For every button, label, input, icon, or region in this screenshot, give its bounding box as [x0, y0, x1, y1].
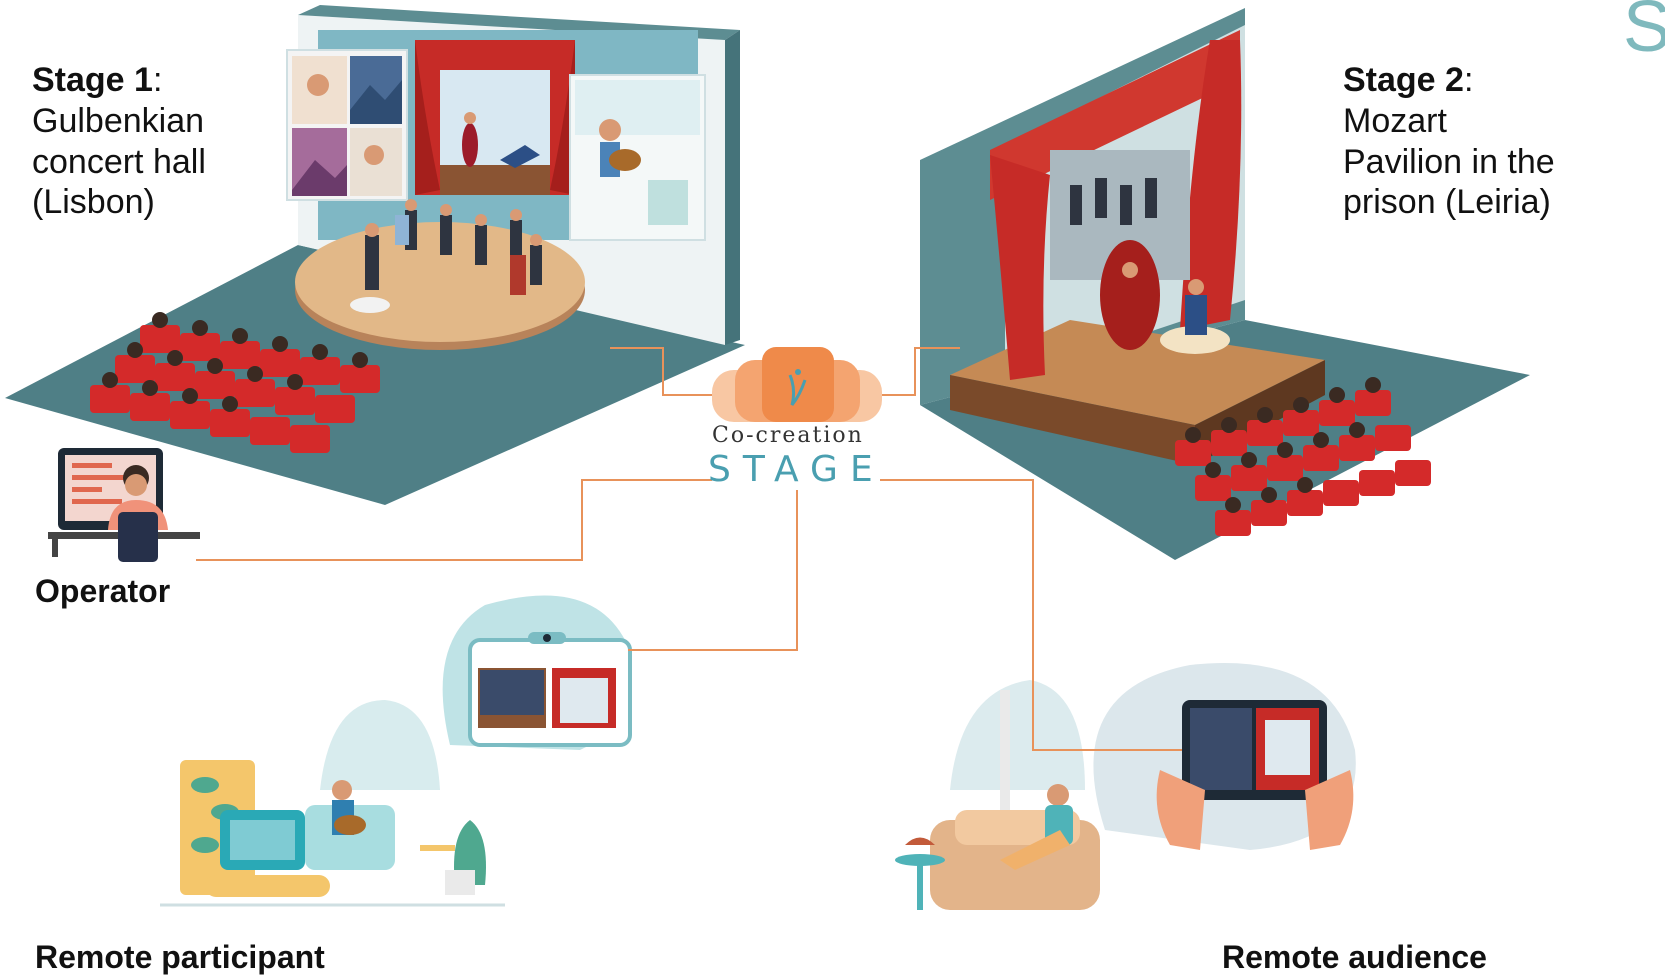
operator-illustration	[48, 448, 200, 562]
stage2-title: Stage 2	[1343, 61, 1464, 99]
stage1-audience-seats	[90, 312, 380, 453]
stage2-illustration	[920, 8, 1530, 560]
logo-stage-text: STAGE	[708, 449, 885, 490]
stage2-venue-line3: prison (Leiria)	[1343, 183, 1551, 222]
stage2-venue-line2: Pavilion in the	[1343, 142, 1555, 181]
logo-co-creation-text: Co-creation	[712, 423, 864, 448]
connector-operator	[196, 479, 712, 561]
connector-stage1	[610, 347, 712, 396]
stage2-audience-seats	[1175, 377, 1431, 536]
connector-stage2	[880, 347, 960, 396]
remote-participant-illustration	[160, 595, 632, 907]
stage2-venue-line1: Mozart	[1343, 101, 1447, 140]
stage1-label: Stage 1: Gulbenkian concert hall (Lisbon…	[32, 61, 206, 222]
stage1-venue-line1: Gulbenkian	[32, 101, 205, 140]
co-creation-stage-logo	[712, 347, 882, 422]
connector-remote-audience	[880, 479, 1182, 751]
connector-remote-participant	[628, 490, 798, 651]
remote-audience-label: Remote audience	[1222, 939, 1487, 975]
connector-lines	[196, 347, 1182, 751]
corner-letter-fragment: S	[1623, 0, 1665, 67]
operator-label: Operator	[35, 573, 171, 609]
stage1-illustration	[5, 5, 745, 505]
remote-audience-illustration	[895, 663, 1356, 910]
stage1-venue-line2: concert hall	[32, 142, 206, 181]
stage1-venue-line3: (Lisbon)	[32, 183, 155, 222]
stage2-label: Stage 2: Mozart Pavilion in the prison (…	[1343, 61, 1555, 222]
stage2-singer	[1100, 240, 1160, 350]
stage1-title: Stage 1	[32, 61, 153, 99]
remote-participant-label: Remote participant	[35, 939, 325, 975]
